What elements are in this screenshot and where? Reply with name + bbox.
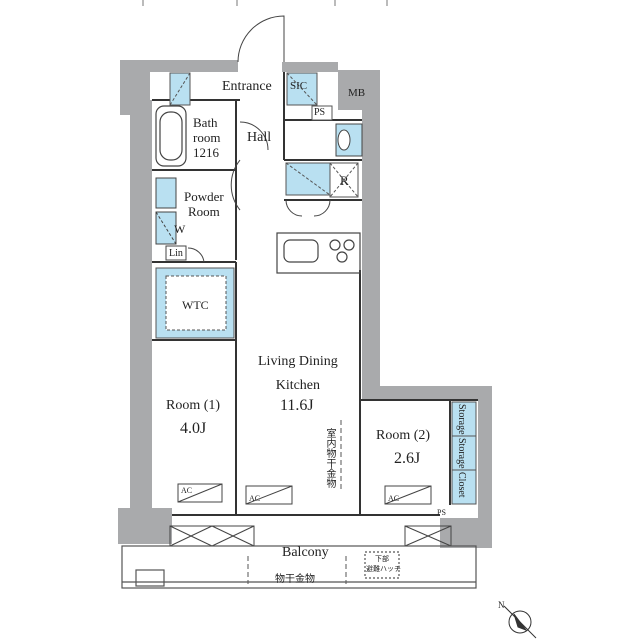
- ac-units: [177, 483, 432, 505]
- pantry-fixtures: [285, 162, 359, 198]
- storage-fixtures: [451, 401, 477, 505]
- interior-walls: [152, 72, 478, 516]
- kitchen-counter: [276, 232, 361, 274]
- ps-bottom-label: PS: [437, 508, 446, 517]
- compass-north-label: N: [498, 600, 505, 610]
- bathroom-label: Bath room 1216: [193, 115, 221, 160]
- ac-label-1: AC: [181, 486, 193, 495]
- indoor-drying-label: 室内物干金物: [324, 428, 335, 488]
- balcony-label: Balcony: [282, 545, 329, 560]
- ac-label-2: AC: [249, 494, 261, 503]
- washer-label: W: [174, 222, 186, 236]
- balcony-windows: [169, 525, 452, 547]
- ldk-name-label: Living Dining Kitchen: [258, 354, 338, 393]
- storage-label-1: Storage: [456, 404, 467, 435]
- room1-name-label: Room (1): [166, 398, 221, 413]
- mb-label: MB: [348, 87, 366, 99]
- storage-label-2: Storage: [456, 438, 467, 469]
- room2-name-label: Room (2): [376, 428, 431, 443]
- toilet: [335, 123, 363, 157]
- sic-label: SIC: [290, 80, 308, 92]
- ps-top-label: PS: [314, 107, 326, 118]
- fridge-label: R: [340, 173, 349, 188]
- dimension-ticks: [142, 0, 388, 6]
- closet-label: Closet: [456, 472, 467, 498]
- linen-label: Lin: [169, 248, 183, 259]
- powder-room-fixtures: [155, 177, 187, 261]
- drying-rails: [247, 420, 347, 584]
- ac-label-3: AC: [388, 494, 400, 503]
- hatch-bottom-label: 避難ハッチ: [366, 565, 401, 573]
- bathtub: [155, 105, 187, 167]
- doors: [187, 15, 331, 263]
- room1-size-label: 4.0J: [180, 420, 207, 437]
- ldk-size-label: 11.6J: [280, 397, 314, 414]
- wtc-fixtures: [155, 267, 235, 339]
- room2-size-label: 2.6J: [394, 450, 421, 467]
- entrance-label: Entrance: [222, 79, 272, 94]
- compass-icon: [503, 605, 537, 639]
- powder-room-label: Powder Room: [184, 189, 224, 219]
- entrance-fixtures: [169, 72, 333, 121]
- drying-hardware-label: 物干金物: [275, 574, 315, 585]
- exterior-walls: [118, 60, 492, 548]
- wtc-label: WTC: [182, 298, 209, 312]
- hatch-top-label: 下部: [375, 555, 389, 563]
- balcony-outline: [121, 545, 477, 589]
- hall-label: Hall: [247, 130, 272, 145]
